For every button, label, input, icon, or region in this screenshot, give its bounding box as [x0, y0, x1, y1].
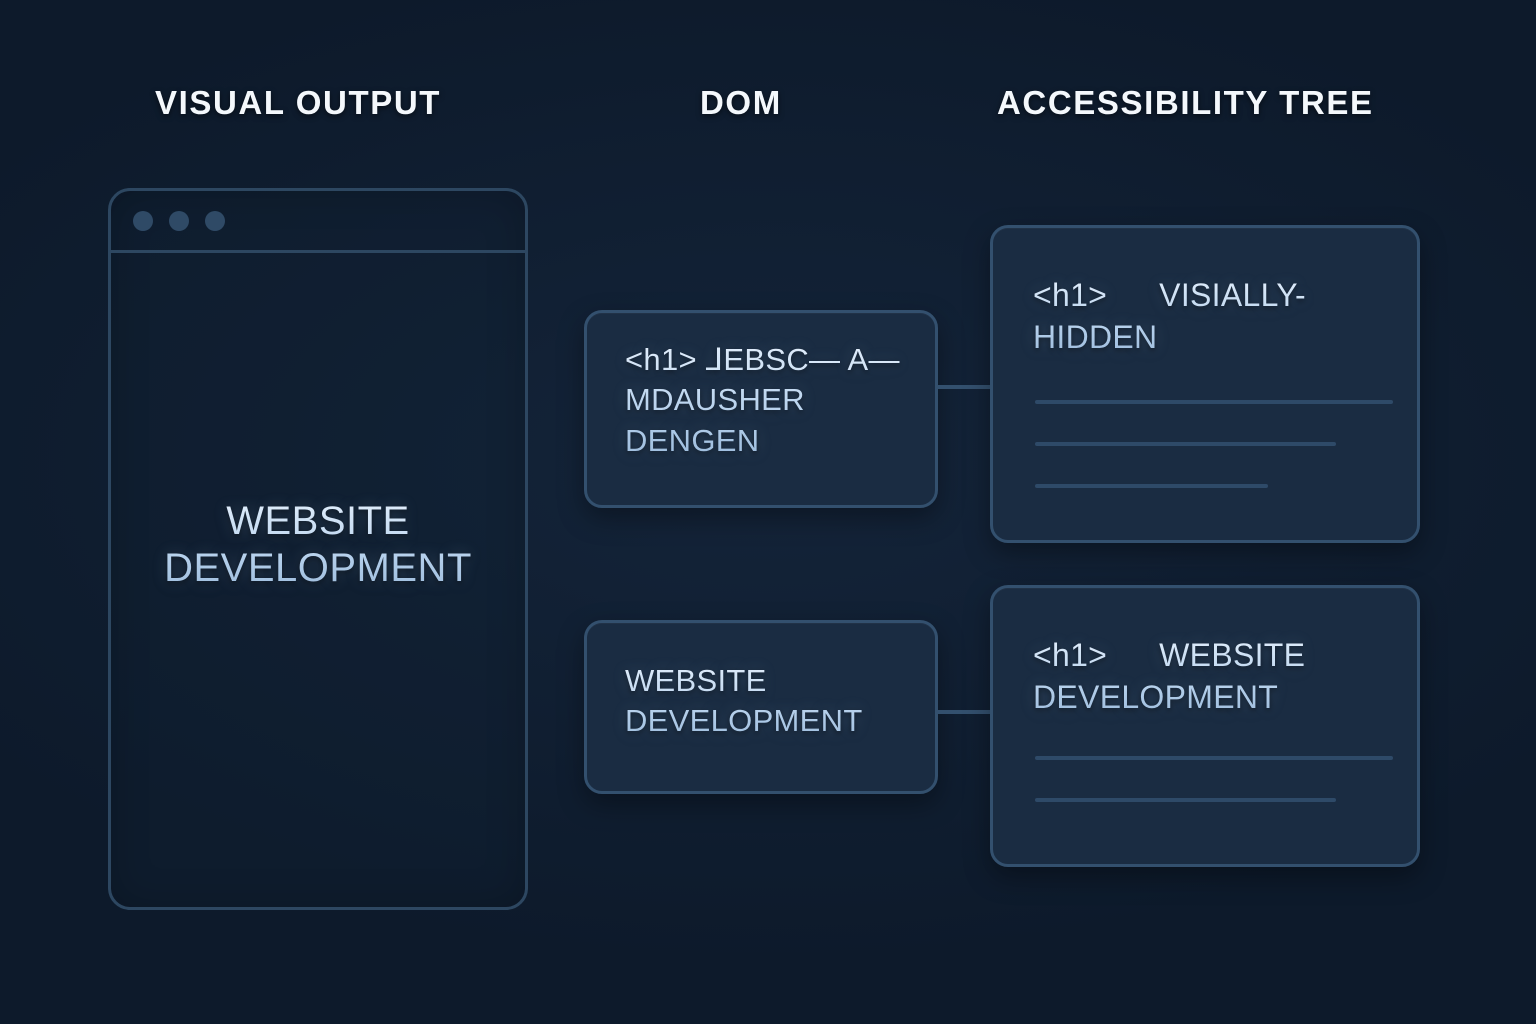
- accessibility-node-hidden-label-line2: HIDDEN: [1033, 319, 1158, 356]
- dom-node-hidden-content: <h1> ⅃EBSC— A— MDAUSHER DENGEN: [625, 340, 913, 461]
- browser-titlebar: [111, 191, 525, 253]
- dom-node-visible-content: WEBSITE DEVELOPMENT: [625, 661, 917, 742]
- window-dot-maximize-icon: [205, 210, 225, 231]
- rendered-page-heading-line1: WEBSITE: [226, 498, 410, 543]
- accessibility-node-visible-tag: <h1>: [1033, 637, 1108, 673]
- dom-node-hidden-tag: <h1>: [625, 342, 697, 377]
- placeholder-line: [1035, 484, 1268, 488]
- rendered-page-heading-line2: DEVELOPMENT: [164, 546, 472, 590]
- placeholder-line: [1035, 400, 1393, 404]
- window-dot-minimize-icon: [169, 210, 189, 231]
- accessibility-node-visible-placeholder-lines: [1035, 756, 1393, 840]
- accessibility-node-hidden-placeholder-lines: [1035, 400, 1393, 526]
- dom-node-card-visible[interactable]: WEBSITE DEVELOPMENT: [584, 620, 938, 794]
- placeholder-line: [1035, 798, 1336, 802]
- accessibility-node-card-visible[interactable]: <h1> WEBSITE DEVELOPMENT: [990, 585, 1420, 867]
- window-dot-close-icon: [133, 210, 153, 231]
- accessibility-node-hidden-tag: <h1>: [1033, 277, 1108, 313]
- placeholder-line: [1035, 442, 1336, 446]
- placeholder-line: [1035, 756, 1393, 760]
- dom-node-visible-line2: DEVELOPMENT: [625, 703, 863, 739]
- column-heading-dom: DOM: [700, 84, 782, 121]
- dom-node-hidden-text: ⅃EBSC— A— MDAUSHER DENGEN: [625, 342, 900, 458]
- rendered-page-heading: WEBSITE DEVELOPMENT: [146, 498, 490, 592]
- accessibility-node-hidden-header: <h1> VISIALLY- HIDDEN: [1033, 274, 1393, 358]
- dom-node-visible-line1: WEBSITE: [625, 663, 767, 698]
- connector-visible-node: [936, 710, 992, 714]
- column-heading-visual-output: VISUAL OUTPUT: [155, 84, 442, 121]
- accessibility-node-visible-label-line2: DEVELOPMENT: [1033, 679, 1279, 716]
- accessibility-node-visible-label-line1: WEBSITE: [1159, 637, 1306, 673]
- accessibility-node-card-hidden[interactable]: <h1> VISIALLY- HIDDEN: [990, 225, 1420, 543]
- connector-hidden-node: [936, 385, 992, 389]
- dom-node-card-hidden[interactable]: <h1> ⅃EBSC— A— MDAUSHER DENGEN: [584, 310, 938, 508]
- column-heading-accessibility-tree: ACCESSIBILITY TREE: [997, 84, 1374, 121]
- accessibility-node-visible-header: <h1> WEBSITE DEVELOPMENT: [1033, 634, 1393, 718]
- browser-window-mockup: WEBSITE DEVELOPMENT: [108, 188, 528, 910]
- accessibility-node-hidden-label-line1: VISIALLY-: [1159, 277, 1306, 313]
- browser-viewport: WEBSITE DEVELOPMENT: [111, 253, 525, 907]
